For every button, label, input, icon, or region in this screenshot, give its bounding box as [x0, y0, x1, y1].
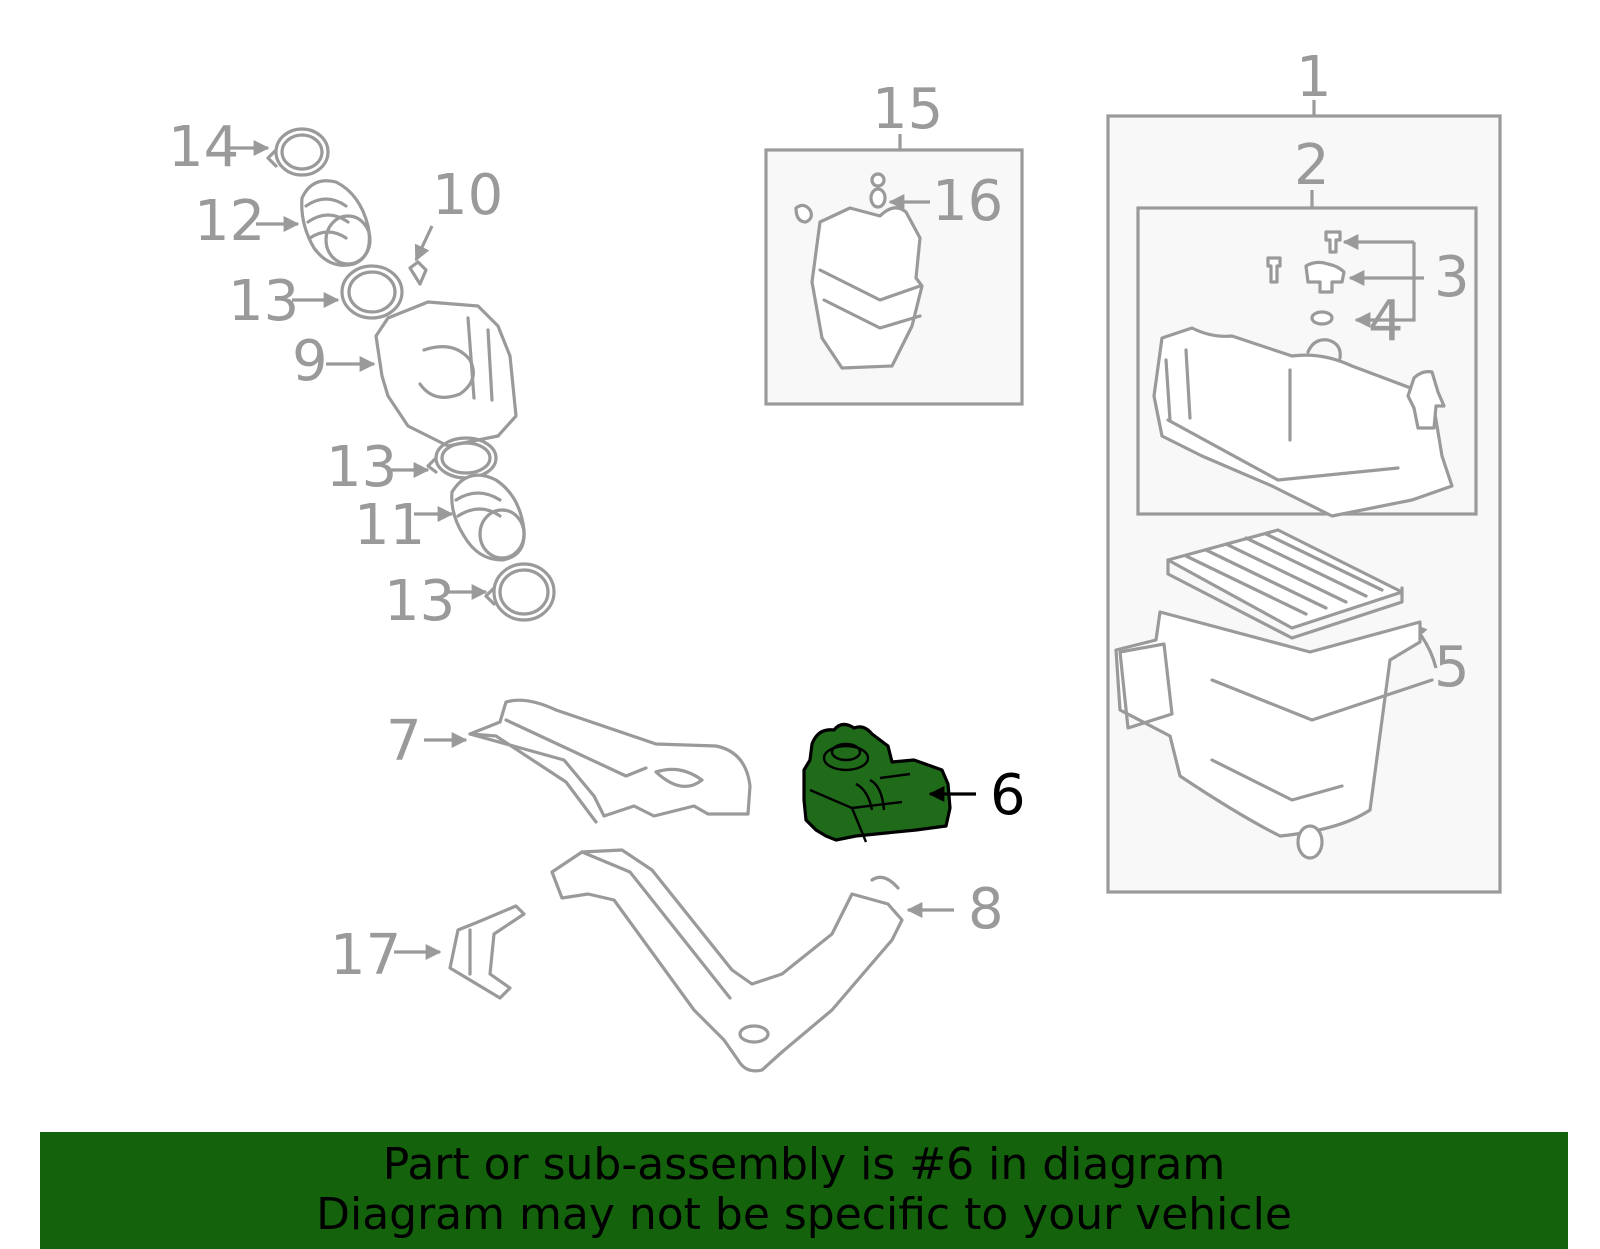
clamp-part-13-upper [340, 264, 404, 320]
air-cleaner-cap-part-2 [1152, 326, 1454, 518]
label-part-2: 2 [1294, 133, 1330, 198]
label-part-5: 5 [1434, 635, 1470, 700]
label-part-15: 15 [872, 77, 943, 142]
duct-part-8 [550, 848, 904, 1073]
label-part-17: 17 [330, 923, 401, 988]
banner-line-2: Diagram may not be specific to your vehi… [316, 1189, 1292, 1240]
label-part-10: 10 [432, 163, 503, 228]
label-part-13-c: 13 [384, 569, 455, 634]
label-part-3: 3 [1434, 245, 1470, 310]
info-banner: Part or sub-assembly is #6 in diagram Di… [40, 1132, 1568, 1249]
label-part-13-a: 13 [228, 269, 299, 334]
label-part-11: 11 [354, 493, 425, 558]
duct-part-7 [468, 698, 752, 824]
air-cleaner-case [1114, 610, 1434, 860]
banner-line-1: Part or sub-assembly is #6 in diagram [382, 1139, 1226, 1190]
label-part-7: 7 [386, 709, 422, 774]
resonator-part-15 [794, 203, 924, 370]
label-part-1: 1 [1296, 45, 1332, 110]
clamp-part-13-middle [426, 436, 498, 480]
label-part-16: 16 [932, 169, 1003, 234]
hose-part-11 [450, 473, 526, 562]
clamp-part-14 [266, 127, 330, 177]
screw-part-3 [1266, 230, 1346, 326]
label-part-8: 8 [968, 877, 1004, 942]
label-part-13-b: 13 [326, 435, 397, 500]
hose-part-12 [300, 179, 372, 267]
air-filter-part-5 [1166, 528, 1404, 640]
highlighted-part-6 [802, 722, 952, 843]
label-part-9: 9 [292, 329, 328, 394]
clamp-part-13-lower [484, 562, 556, 622]
clip-part-16 [869, 172, 887, 209]
clip-part-10 [408, 260, 428, 286]
air-intake-part-9 [374, 300, 518, 448]
label-part-14: 14 [168, 115, 239, 180]
label-part-6: 6 [990, 763, 1026, 828]
bracket-part-17 [448, 904, 526, 1000]
label-part-12: 12 [194, 189, 265, 254]
label-part-4: 4 [1368, 289, 1404, 354]
